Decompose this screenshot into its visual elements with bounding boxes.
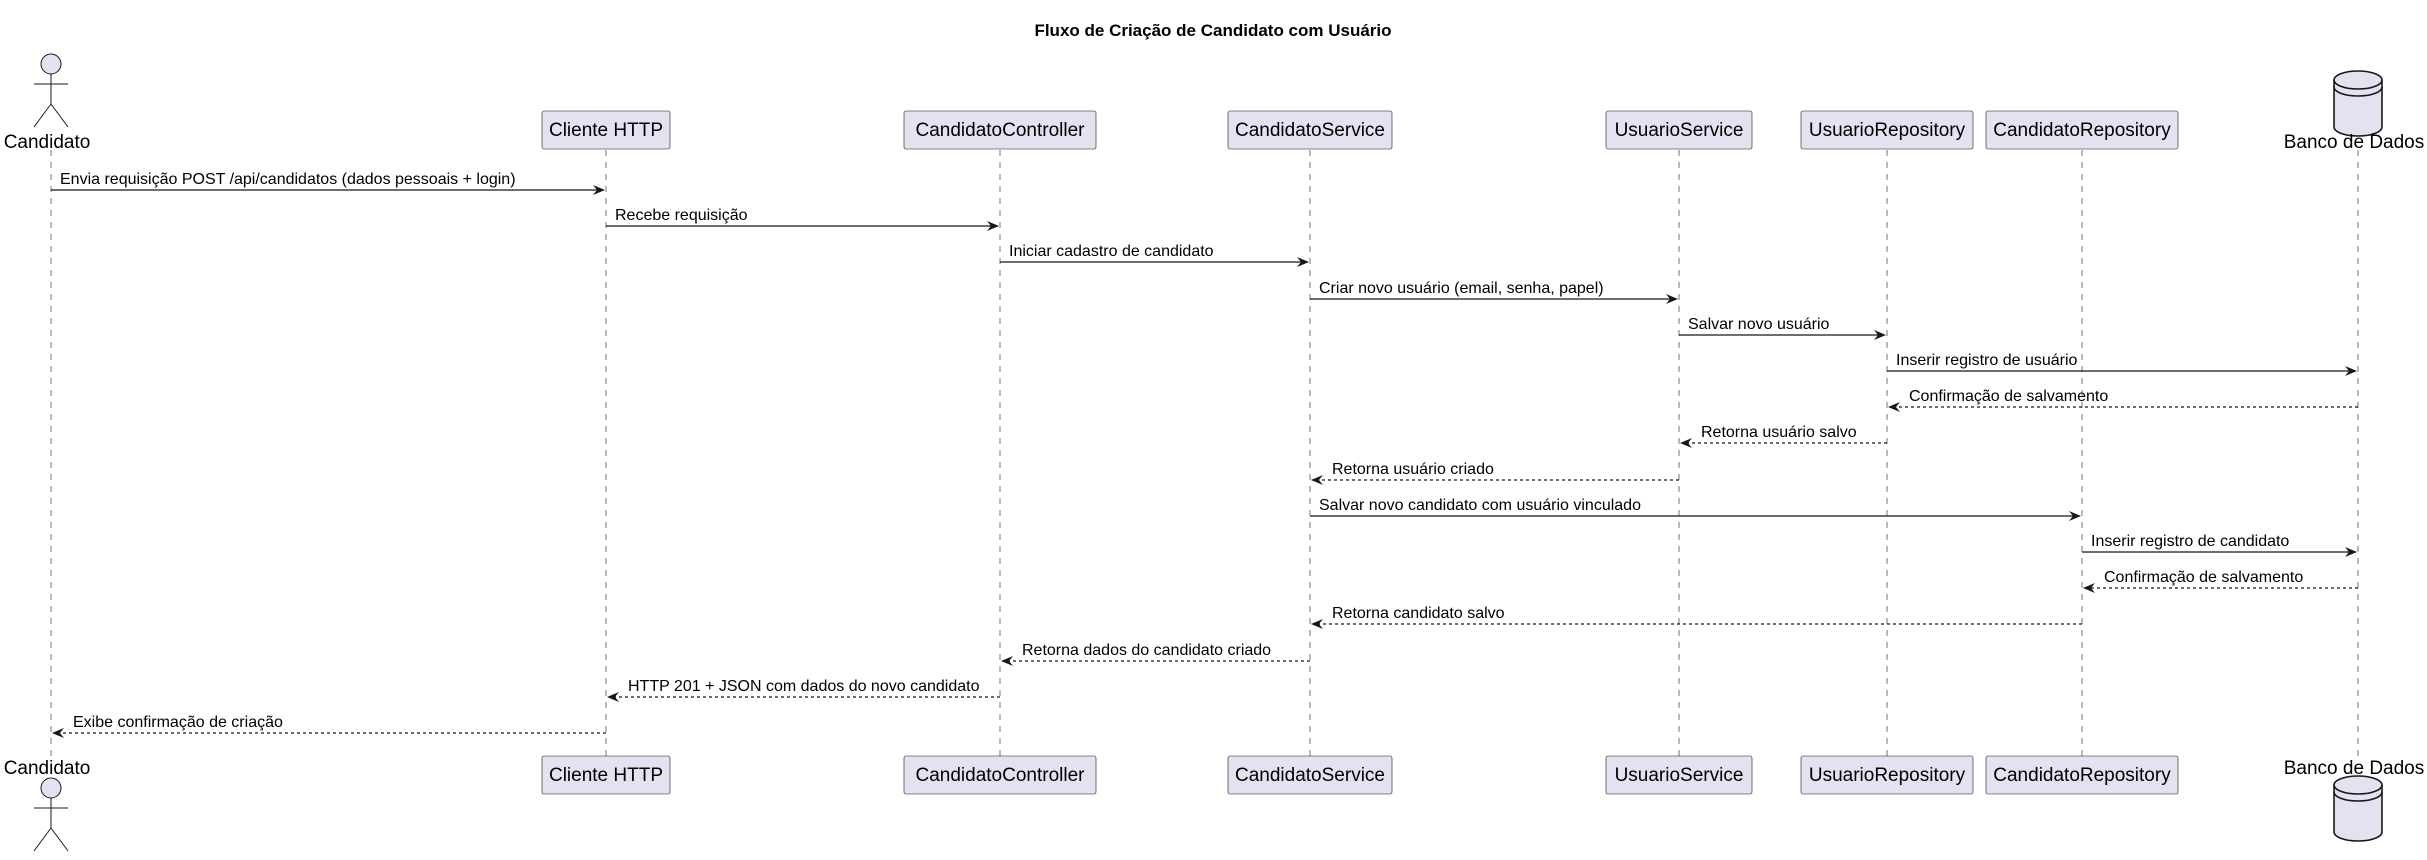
message-6: Inserir registro de usuário (1887, 352, 2357, 376)
message-1: Envia requisição POST /api/candidatos (d… (51, 171, 605, 195)
participant-box (903, 110, 1097, 150)
participant-box (1800, 110, 1974, 150)
message-5: Salvar novo usuário (1679, 316, 1886, 340)
participant-box (541, 110, 671, 150)
participant-label: Candidato (4, 758, 91, 779)
message-arrowhead (1888, 402, 1900, 412)
message-3: Iniciar cadastro de candidato (1000, 243, 1309, 267)
message-arrowhead (2345, 547, 2357, 557)
participant-candidato-top: Candidato (4, 53, 91, 153)
participant-usuarioService-top: UsuarioService (1605, 110, 1753, 150)
message-arrowhead (2069, 511, 2081, 521)
message-label: Confirmação de salvamento (1909, 388, 2108, 405)
message-13: Retorna candidato salvo (1311, 605, 2082, 629)
participant-label: Candidato (4, 132, 91, 153)
participant-usuarioRepo-bottom: UsuarioRepository (1800, 755, 1974, 795)
message-arrowhead (1680, 438, 1692, 448)
participant-label: Cliente HTTP (549, 765, 663, 786)
participant-label: Banco de Dados (2284, 758, 2425, 779)
participant-box (1605, 755, 1753, 795)
message-10: Salvar novo candidato com usuário vincul… (1310, 497, 2081, 521)
message-arrowhead (1001, 656, 1013, 666)
actor-icon (33, 777, 69, 852)
message-11: Inserir registro de candidato (2082, 533, 2357, 557)
participant-candidato-bottom: Candidato (4, 758, 91, 852)
diagram-title: Fluxo de Criação de Candidato com Usuári… (1034, 21, 1391, 40)
database-icon (2333, 775, 2383, 842)
participant-label: CandidatoController (916, 120, 1086, 141)
database-icon (2333, 70, 2383, 137)
message-16: Exibe confirmação de criação (52, 714, 606, 738)
participant-box (1227, 110, 1393, 150)
message-arrowhead (987, 221, 999, 231)
message-arrowhead (52, 728, 64, 738)
participant-label: UsuarioRepository (1809, 120, 1966, 141)
message-label: Exibe confirmação de criação (73, 714, 283, 731)
message-label: Salvar novo usuário (1688, 316, 1830, 333)
message-15: HTTP 201 + JSON com dados do novo candid… (607, 678, 1000, 702)
message-9: Retorna usuário criado (1311, 461, 1679, 485)
participant-db-bottom: Banco de Dados (2284, 758, 2425, 842)
message-label: Retorna usuário criado (1332, 461, 1494, 478)
message-8: Retorna usuário salvo (1680, 424, 1887, 448)
message-arrowhead (593, 185, 605, 195)
participant-db-top: Banco de Dados (2284, 70, 2425, 153)
participant-candidatoRepo-bottom: CandidatoRepository (1985, 755, 2179, 795)
message-label: Iniciar cadastro de candidato (1009, 243, 1214, 260)
message-12: Confirmação de salvamento (2083, 569, 2358, 593)
message-label: Inserir registro de usuário (1896, 352, 2078, 369)
message-label: Inserir registro de candidato (2091, 533, 2289, 550)
message-arrowhead (1297, 257, 1309, 267)
participant-candidatoRepo-top: CandidatoRepository (1985, 110, 2179, 150)
message-arrowhead (1666, 294, 1678, 304)
participant-box (1985, 110, 2179, 150)
participant-cliente-bottom: Cliente HTTP (541, 755, 671, 795)
participant-box (541, 755, 671, 795)
participant-label: CandidatoService (1235, 765, 1385, 786)
participant-label: UsuarioService (1615, 765, 1744, 786)
message-label: Retorna dados do candidato criado (1022, 642, 1271, 659)
participant-box (1605, 110, 1753, 150)
participant-box (903, 755, 1097, 795)
participant-usuarioRepo-top: UsuarioRepository (1800, 110, 1974, 150)
message-7: Confirmação de salvamento (1888, 388, 2358, 412)
message-arrowhead (2345, 366, 2357, 376)
participant-label: CandidatoService (1235, 120, 1385, 141)
participant-box (1800, 755, 1974, 795)
message-label: Retorna usuário salvo (1701, 424, 1857, 441)
participant-controller-bottom: CandidatoController (903, 755, 1097, 795)
participant-cliente-top: Cliente HTTP (541, 110, 671, 150)
participant-service-top: CandidatoService (1227, 110, 1393, 150)
message-label: Envia requisição POST /api/candidatos (d… (60, 171, 516, 188)
message-arrowhead (2083, 583, 2095, 593)
participant-label: UsuarioService (1615, 120, 1744, 141)
message-arrowhead (1311, 475, 1323, 485)
message-label: Recebe requisição (615, 207, 748, 224)
actor-icon (33, 53, 69, 128)
participant-label: Cliente HTTP (549, 120, 663, 141)
participant-label: UsuarioRepository (1809, 765, 1966, 786)
message-label: Salvar novo candidato com usuário vincul… (1319, 497, 1641, 514)
participant-usuarioService-bottom: UsuarioService (1605, 755, 1753, 795)
participant-box (1985, 755, 2179, 795)
message-4: Criar novo usuário (email, senha, papel) (1310, 280, 1678, 304)
message-2: Recebe requisição (606, 207, 999, 231)
message-label: HTTP 201 + JSON com dados do novo candid… (628, 678, 980, 695)
message-label: Confirmação de salvamento (2104, 569, 2303, 586)
participant-controller-top: CandidatoController (903, 110, 1097, 150)
participant-label: Banco de Dados (2284, 132, 2425, 153)
message-14: Retorna dados do candidato criado (1001, 642, 1310, 666)
participant-box (1227, 755, 1393, 795)
message-label: Criar novo usuário (email, senha, papel) (1319, 280, 1604, 297)
participant-service-bottom: CandidatoService (1227, 755, 1393, 795)
message-arrowhead (1874, 330, 1886, 340)
message-arrowhead (1311, 619, 1323, 629)
participant-label: CandidatoController (916, 765, 1086, 786)
participant-label: CandidatoRepository (1993, 765, 2171, 786)
participant-label: CandidatoRepository (1993, 120, 2171, 141)
message-label: Retorna candidato salvo (1332, 605, 1505, 622)
message-arrowhead (607, 692, 619, 702)
